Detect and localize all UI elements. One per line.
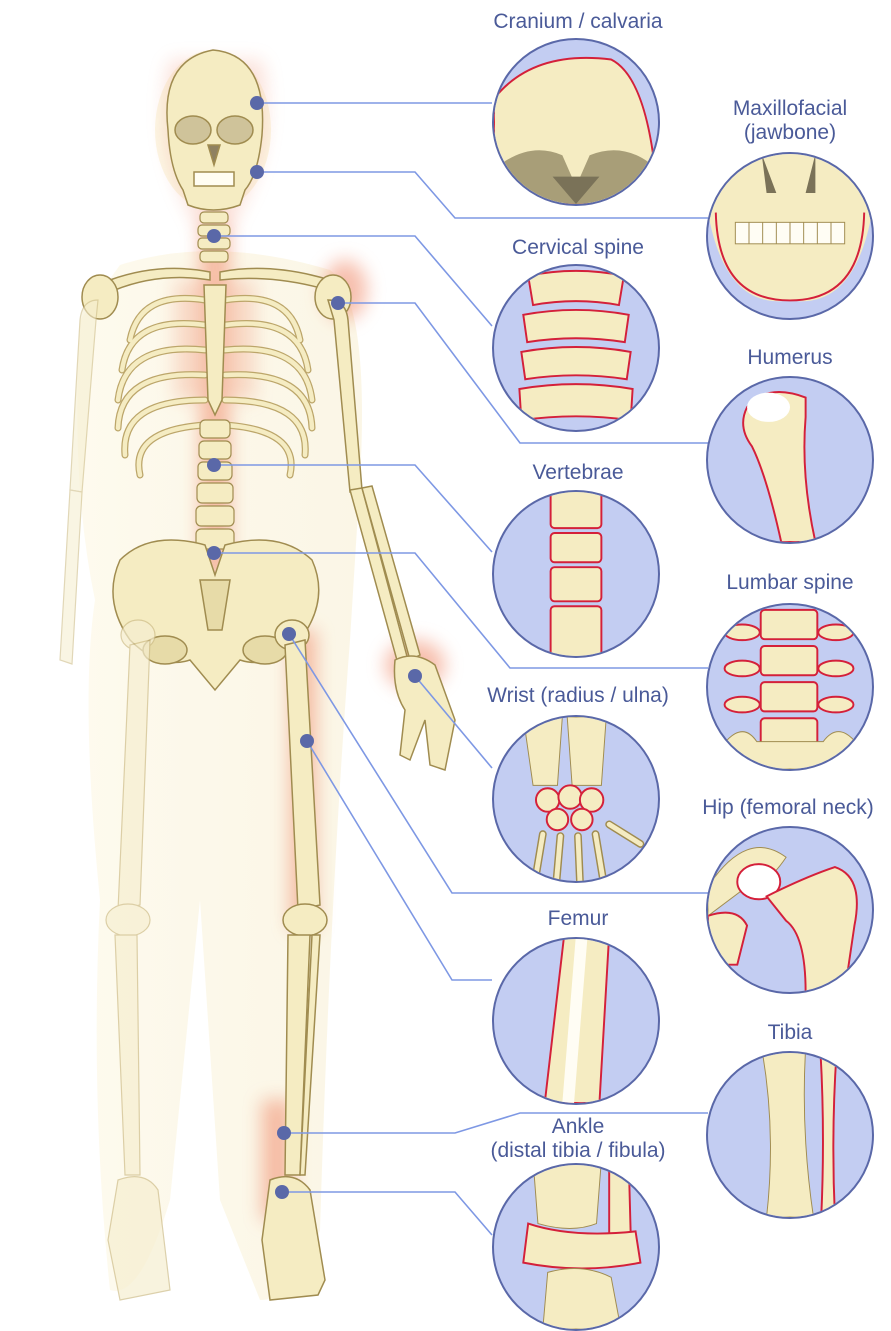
leader-cervical [214,236,492,326]
label-vertebrae: Vertebrae [478,461,678,485]
vertebrae-detail [494,492,658,656]
label-cranium: Cranium / calvaria [478,10,678,34]
circle-wrist[interactable] [492,715,660,883]
cervical-detail [494,266,658,430]
label-wrist: Wrist (radius / ulna) [470,684,686,708]
marker-cervical[interactable] [207,229,221,243]
marker-ankle[interactable] [275,1185,289,1199]
label-maxillofacial: Maxillofacial (jawbone) [700,97,880,145]
label-lumbar: Lumbar spine [700,571,880,595]
femur-detail [494,939,658,1103]
circle-ankle[interactable] [492,1163,660,1331]
marker-femur[interactable] [300,734,314,748]
marker-tibia[interactable] [277,1126,291,1140]
tibia-detail [708,1053,872,1217]
marker-maxillofacial[interactable] [250,165,264,179]
label-humerus: Humerus [700,346,880,370]
label-femur: Femur [478,907,678,931]
label-ankle: Ankle (distal tibia / fibula) [470,1115,686,1163]
leader-ankle [282,1192,492,1235]
leader-vertebrae [214,465,492,552]
circle-tibia[interactable] [706,1051,874,1219]
leader-femur [307,741,492,980]
circle-humerus[interactable] [706,376,874,544]
circle-hip[interactable] [706,826,874,994]
circle-femur[interactable] [492,937,660,1105]
label-tibia: Tibia [700,1021,880,1045]
ankle-detail [494,1165,658,1329]
hip-detail [708,828,872,992]
circle-lumbar[interactable] [706,603,874,771]
marker-hip[interactable] [282,627,296,641]
wrist-detail [494,717,658,881]
label-cervical: Cervical spine [478,236,678,260]
marker-humerus[interactable] [331,296,345,310]
humerus-detail [708,378,872,542]
marker-cranium[interactable] [250,96,264,110]
label-hip: Hip (femoral neck) [690,796,886,820]
circle-vertebrae[interactable] [492,490,660,658]
cranium-detail [494,40,658,204]
jaw-detail [708,154,872,318]
circle-cranium[interactable] [492,38,660,206]
leader-maxillofacial [257,172,708,218]
circle-maxillofacial[interactable] [706,152,874,320]
lumbar-detail [708,605,872,769]
circle-cervical[interactable] [492,264,660,432]
marker-vertebrae[interactable] [207,458,221,472]
marker-wrist[interactable] [408,669,422,683]
marker-lumbar[interactable] [207,546,221,560]
